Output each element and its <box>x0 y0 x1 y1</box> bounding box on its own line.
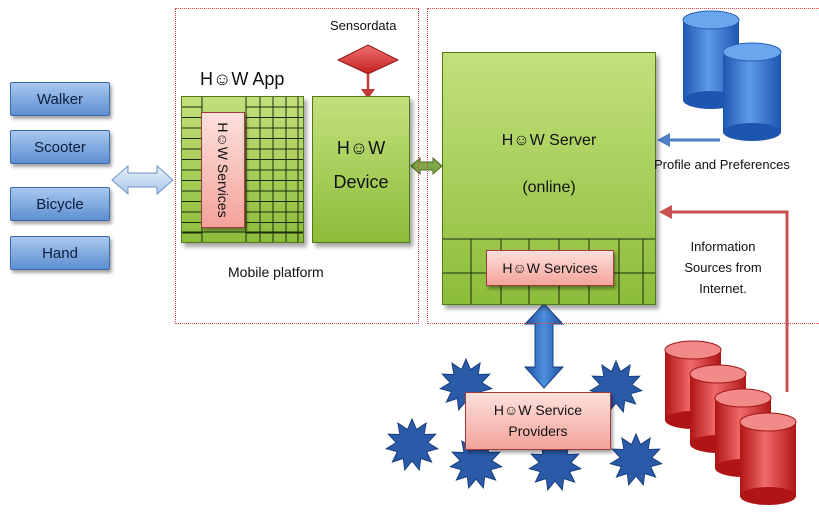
modes-app-arrow <box>111 164 174 196</box>
mobile-platform-region <box>175 8 419 324</box>
mode-bicycle-label: Bicycle <box>36 195 84 213</box>
provider-star-5 <box>528 437 582 492</box>
providers-line-2: Providers <box>508 423 568 439</box>
mode-walker-label: Walker <box>36 90 84 108</box>
mode-walker: Walker <box>10 82 110 116</box>
info-line-3: Internet. <box>699 281 747 296</box>
info-arrow-line <box>672 210 789 392</box>
app-title: H☺W App <box>200 69 285 89</box>
provider-star-4 <box>449 435 503 490</box>
server-label-line1: H☺W Server <box>501 132 597 149</box>
mode-scooter: Scooter <box>10 130 110 164</box>
app-grid <box>182 97 303 242</box>
provider-star-3 <box>385 417 439 472</box>
server-providers-arrow <box>523 303 565 389</box>
info-line-2: Sources from <box>684 260 762 275</box>
info-sources-label: Information Sources from Internet. <box>668 236 778 299</box>
server-services-label: H☺W Services <box>502 260 598 276</box>
mode-hand: Hand <box>10 236 110 270</box>
info-arrow-head <box>659 205 672 219</box>
sensordata-label: Sensordata <box>330 18 397 33</box>
profile-arrow-head <box>657 133 670 147</box>
server-label-line2: (online) <box>522 179 576 196</box>
server-region <box>427 8 819 324</box>
mode-scooter-label: Scooter <box>34 138 86 156</box>
info-line-1: Information <box>690 239 756 254</box>
server-services-box: H☺W Services <box>486 250 614 286</box>
provider-star-6 <box>609 432 663 487</box>
profile-database-front <box>722 42 782 141</box>
device-box <box>312 96 410 243</box>
service-providers-box: H☺W Service Providers <box>465 392 611 450</box>
providers-line-1: H☺W Service <box>493 402 583 418</box>
device-label-line1: H☺W <box>336 138 386 158</box>
internet-database-4 <box>739 412 797 505</box>
device-label-line2: Device <box>333 172 389 192</box>
sensordata-arrow-head <box>361 89 375 99</box>
mode-hand-label: Hand <box>42 244 78 262</box>
app-services-label: H☺W Services <box>215 122 231 218</box>
mobile-platform-label: Mobile platform <box>228 264 324 280</box>
app-services-box <box>201 112 245 228</box>
profile-label: Profile and Preferences <box>654 157 790 172</box>
mode-bicycle: Bicycle <box>10 187 110 221</box>
